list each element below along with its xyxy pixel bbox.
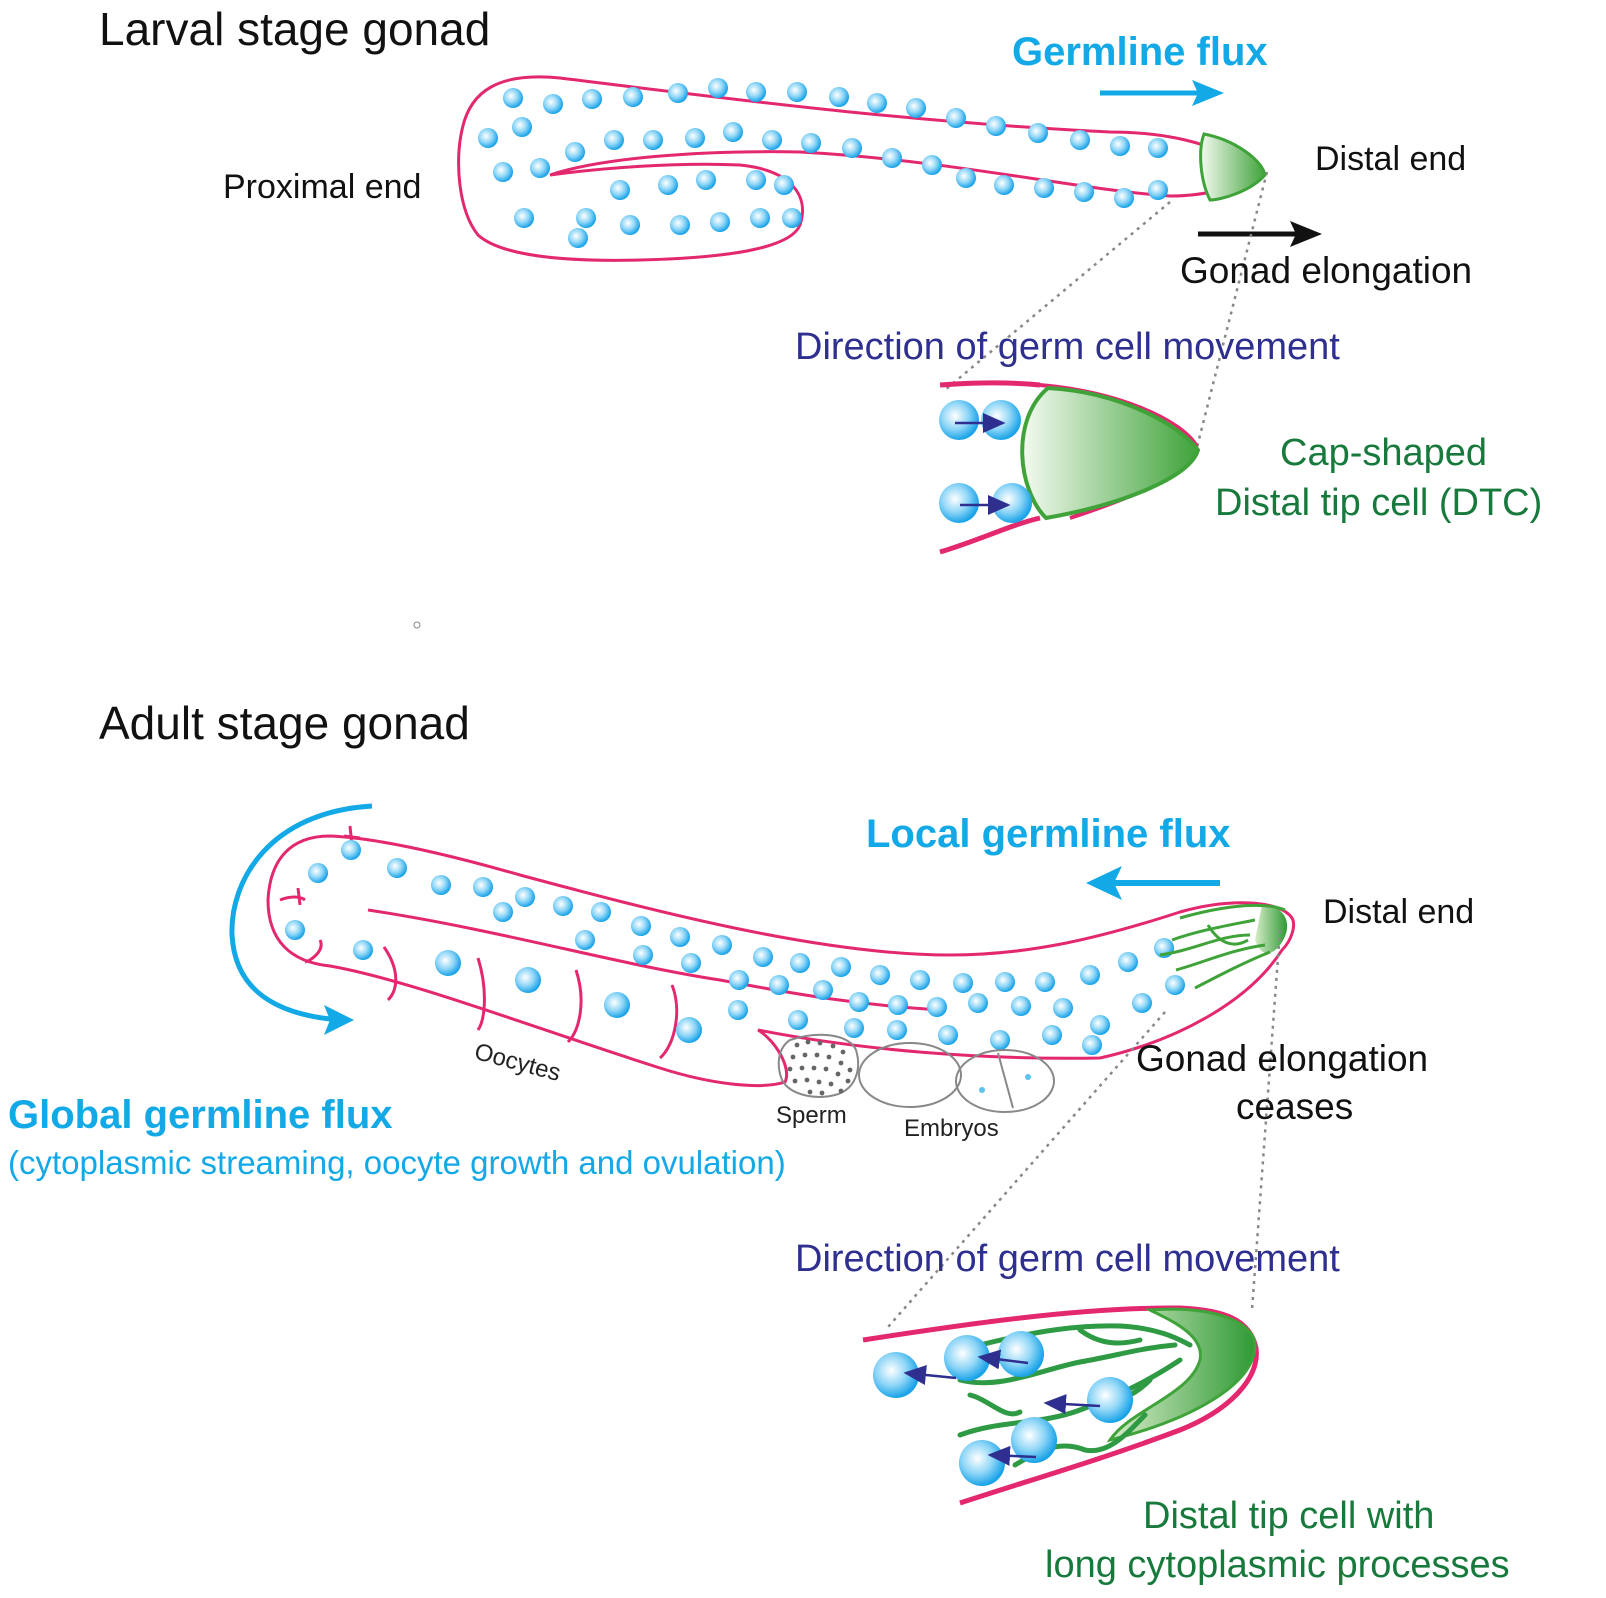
adult-direction-label: Direction of germ cell movement [795,1238,1340,1280]
sperm-label: Sperm [776,1102,847,1129]
larval-gonad-outline [457,75,1265,262]
stray-dot [413,621,421,629]
larval-title: Larval stage gonad [99,3,491,55]
cap-shaped-label: Cap-shaped [1280,432,1488,474]
larval-germ-cells [478,78,1168,248]
adult-movement-arrow-1 [903,1365,957,1385]
dtc-label: Distal tip cell (DTC) [1215,482,1543,524]
larval-dtc-cap [1199,132,1267,202]
larval-gonad [457,75,1322,555]
adult-movement-arrow-3 [1043,1394,1101,1415]
adult-gonad [229,803,1296,1506]
embryos [858,1042,1055,1113]
larval-dtc-cap-zoom [1020,385,1201,521]
adult-germ-cells [285,840,1185,1055]
larval-zoom-line-right [1193,171,1269,456]
larval-distal-end-label: Distal end [1315,140,1467,178]
dtc-processes-line2: long cytoplasmic processes [1045,1544,1510,1586]
proximal-end-label: Proximal end [223,168,422,206]
global-flux-label: Global germline flux [8,1093,393,1137]
adult-dtc [1159,903,1288,990]
global-flux-arrow [229,803,373,1023]
local-flux-arrow [1086,866,1220,900]
dtc-processes-line1: Distal tip cell with [1143,1495,1435,1537]
adult-zoom-line-left [887,1011,1166,1328]
adult-distal-end-label: Distal end [1323,893,1475,931]
oocyte-boundaries [279,825,679,1060]
germline-flux-arrow [1100,80,1224,106]
larval-dtc-inset [939,380,1201,555]
gonad-elongation-arrow [1198,221,1322,247]
adult-movement-arrow-2 [977,1349,1029,1370]
adult-dtc-inset [862,1305,1259,1506]
sperm [777,1033,860,1098]
embryos-label: Embryos [904,1115,999,1142]
larval-direction-label: Direction of germ cell movement [795,326,1340,368]
local-flux-label: Local germline flux [866,812,1231,856]
elongation-ceases-line1: Gonad elongation [1136,1038,1429,1079]
adult-gonad-outline [266,834,1296,1087]
germline-flux-label: Germline flux [1012,30,1268,74]
adult-movement-arrow-4 [987,1445,1037,1466]
gonad-elongation-label: Gonad elongation [1180,250,1473,291]
elongation-ceases-line2: ceases [1236,1086,1354,1127]
larval-zoom-line-left [944,201,1171,391]
global-flux-detail: (cytoplasmic streaming, oocyte growth an… [8,1144,786,1181]
adult-title: Adult stage gonad [99,697,470,749]
